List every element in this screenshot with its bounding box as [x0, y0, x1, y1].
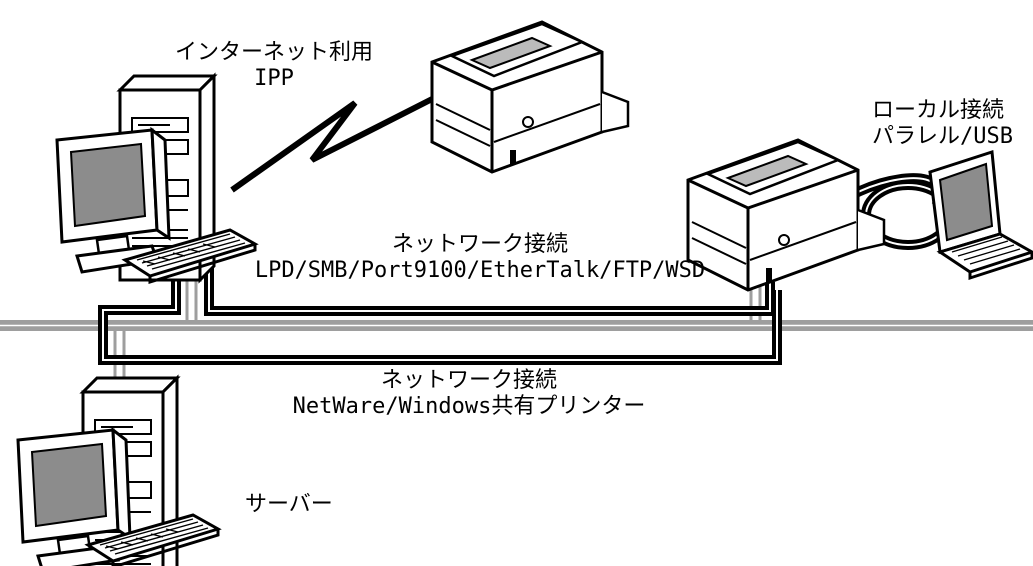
local-label: ローカル接続 パラレル/USB — [872, 98, 1013, 150]
network1-label-line2: LPD/SMB/Port9100/EtherTalk/FTP/WSD — [254, 258, 706, 283]
local-label-line1: ローカル接続 — [872, 98, 1005, 123]
internet-label: インターネット利用 IPP — [175, 40, 373, 92]
network-printer — [686, 138, 886, 292]
internet-label-line1: インターネット利用 — [174, 40, 374, 65]
network2-label-line2: NetWare/Windows共有プリンター — [292, 394, 646, 419]
internet-link — [230, 92, 442, 193]
network2-label-line1: ネットワーク接続 — [380, 368, 557, 393]
internet-label-line2: IPP — [254, 66, 294, 91]
network1-label: ネットワーク接続 LPD/SMB/Port9100/EtherTalk/FTP/… — [255, 232, 705, 284]
network2-label: ネットワーク接続 NetWare/Windows共有プリンター — [293, 368, 646, 420]
server-label: サーバー — [245, 492, 333, 517]
internet-printer — [430, 20, 630, 174]
network1-label-line1: ネットワーク接続 — [391, 232, 568, 257]
local-label-line2: パラレル/USB — [872, 124, 1013, 149]
laptop — [928, 150, 1033, 280]
lan-backbone — [0, 320, 1033, 331]
